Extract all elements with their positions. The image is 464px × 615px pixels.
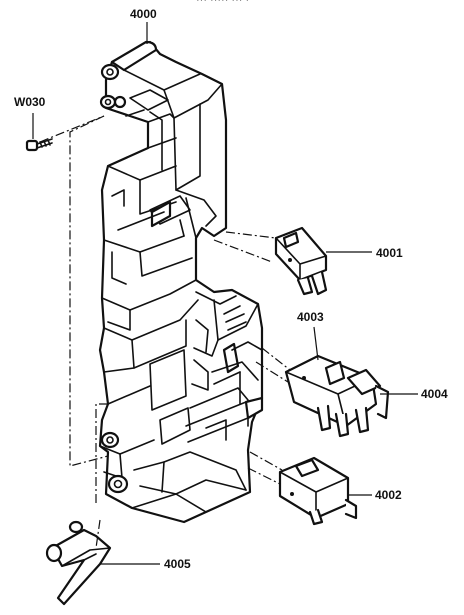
label-4002: 4002 xyxy=(375,488,402,502)
cropped-header-text: ··· ····· ··· · xyxy=(196,0,249,6)
switch-4001 xyxy=(274,226,328,296)
switch-4003-4004 xyxy=(284,354,390,438)
label-4005: 4005 xyxy=(164,557,191,571)
assembly-lines xyxy=(39,115,291,549)
label-4001: 4001 xyxy=(376,246,403,260)
lever-4005 xyxy=(45,520,112,606)
label-w030: W030 xyxy=(14,95,46,109)
label-4003: 4003 xyxy=(297,310,324,324)
label-4004: 4004 xyxy=(421,387,448,401)
leader-lines xyxy=(32,22,418,565)
label-4000: 4000 xyxy=(130,7,157,21)
switch-4002 xyxy=(278,456,358,526)
screw-w030 xyxy=(25,138,53,152)
door-switch-frame xyxy=(98,40,264,524)
